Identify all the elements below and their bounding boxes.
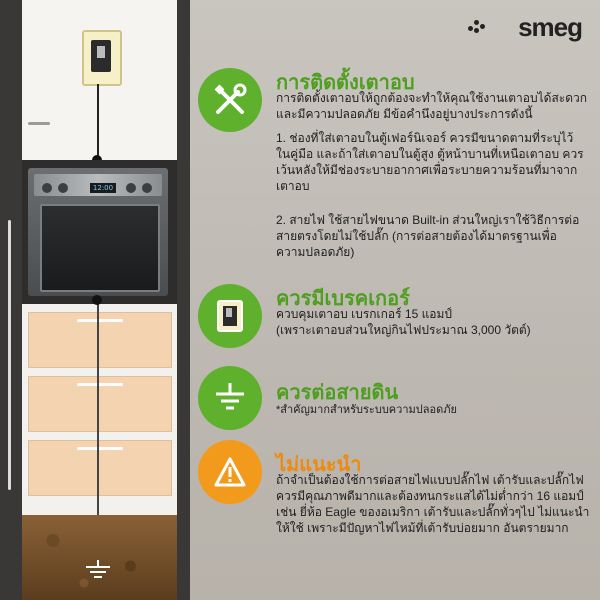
oven: 12:00 [28,168,168,296]
oven-knob [126,183,136,193]
warning-body: ถ้าจำเป็นต้องใช้การต่อสายไฟแบบปลั๊กไฟ เต… [276,473,590,535]
oven-display: 12:00 [90,183,116,193]
ground-icon [198,366,262,430]
brand-logo: smeg [518,12,583,42]
drawer [28,312,172,368]
ground-title: ควรต่อสายดิน [276,382,399,404]
ground-symbol-icon [86,560,110,578]
install-item-2: 2. สายไฟ ใช้สายไฟขนาด Built-in ส่วนใหญ่เ… [276,213,580,259]
tall-cabinet-handle [8,220,11,490]
warning-icon [198,440,262,504]
soil [22,515,177,600]
oven-control-panel: 12:00 [34,174,162,196]
warning-title: ไม่แนะนำ [276,454,362,476]
breaker-line-2: (เพราะเตาอบส่วนใหญ่กินไฟประมาณ 3,000 วัต… [276,323,531,337]
breaker-body [91,40,111,72]
wire-node [92,295,102,305]
drawer [28,376,172,432]
wall-breaker [82,30,122,86]
ground-note: *สำคัญมากสำหรับระบบความปลอดภัย [276,404,457,416]
breaker-icon [198,284,262,348]
tools-icon [198,68,262,132]
wire [97,84,99,160]
oven-door [40,204,160,292]
oven-knob [58,183,68,193]
ground-wire [97,300,99,560]
breaker-title: ควรมีเบรคเกอร์ [276,288,410,310]
logo-mark-icon [468,20,488,36]
oven-knob [42,183,52,193]
install-intro: การติดตั้งเตาอบให้ถูกต้องจะทำให้คุณใช้งา… [276,91,588,121]
cabinet-handle [28,122,50,125]
oven-knob [142,183,152,193]
install-item-1: 1. ช่องที่ใส่เตาอบในตู้เฟอร์นิเจอร์ ควรม… [276,131,584,193]
breaker-switch [97,46,105,58]
install-title: การติดตั้งเตาอบ [276,72,415,94]
breaker-line-1: ควบคุมเตาอบ เบรกเกอร์ 15 แอมป์ [276,307,453,321]
drawer [28,440,172,496]
